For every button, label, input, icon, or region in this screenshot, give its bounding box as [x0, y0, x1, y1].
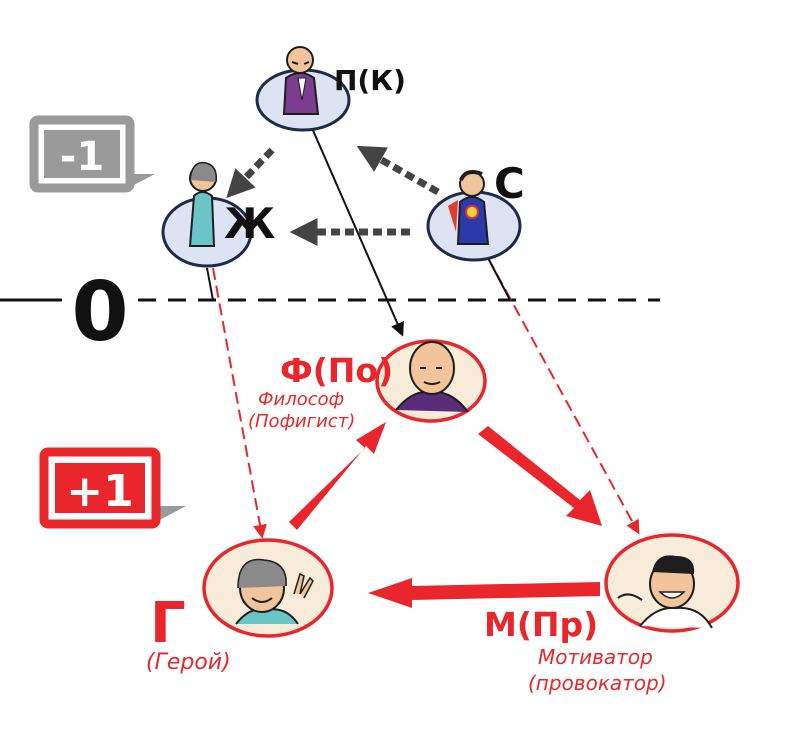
- victim-label: Ж: [224, 199, 275, 248]
- arrow-persecutor-to-victim: [226, 147, 275, 199]
- node-philosopher: Ф(По) Философ (Пофигист): [248, 339, 487, 432]
- hero-caption: (Герой): [146, 650, 231, 675]
- level-zero-label: 0: [71, 265, 128, 360]
- motivator-label: М(Пр): [484, 605, 598, 644]
- level-minus-one-label: -1: [60, 134, 104, 180]
- arrow-rescuer-to-persecutor: [356, 145, 440, 196]
- boss-in-suit-icon: [282, 46, 320, 115]
- philosopher-caption: Философ: [258, 389, 344, 410]
- node-victim: Ж: [161, 161, 275, 268]
- node-hero: Г (Герой): [146, 538, 334, 675]
- motivator-caption: Мотиватор: [538, 645, 653, 669]
- level-plus-one-label: +1: [66, 466, 133, 517]
- hero-label: Г: [150, 591, 186, 656]
- rescuer-label: С: [494, 159, 525, 208]
- woman-victory-icon: [235, 558, 314, 625]
- philosopher-subcaption: (Пофигист): [248, 411, 355, 432]
- arrow-hero-to-philosopher: [289, 422, 386, 530]
- arrow-philosopher-to-motivator: [478, 426, 602, 526]
- motivator-subcaption: (провокатор): [528, 671, 667, 695]
- node-motivator: М(Пр) Мотиватор (провокатор): [484, 533, 740, 695]
- superhero-icon: [448, 170, 490, 245]
- grinning-man-icon: [617, 555, 713, 629]
- woman-icon: [188, 161, 218, 247]
- level-plus-one-badge: +1: [39, 447, 186, 529]
- arrow-victim-to-hero: [212, 267, 267, 539]
- arrow-rescuer-to-motivator: [487, 257, 640, 535]
- node-rescuer: С: [426, 159, 525, 262]
- arrow-persecutor-to-philosopher: [311, 127, 404, 337]
- zero-level-divider: 0: [0, 265, 660, 360]
- level-minus-one-badge: -1: [29, 115, 155, 193]
- philosopher-label: Ф(По): [280, 351, 393, 390]
- node-persecutor: П(К): [255, 46, 406, 132]
- persecutor-label: П(К): [334, 64, 406, 97]
- arrow-motivator-to-hero: [368, 578, 600, 608]
- bald-man-icon: [395, 341, 469, 413]
